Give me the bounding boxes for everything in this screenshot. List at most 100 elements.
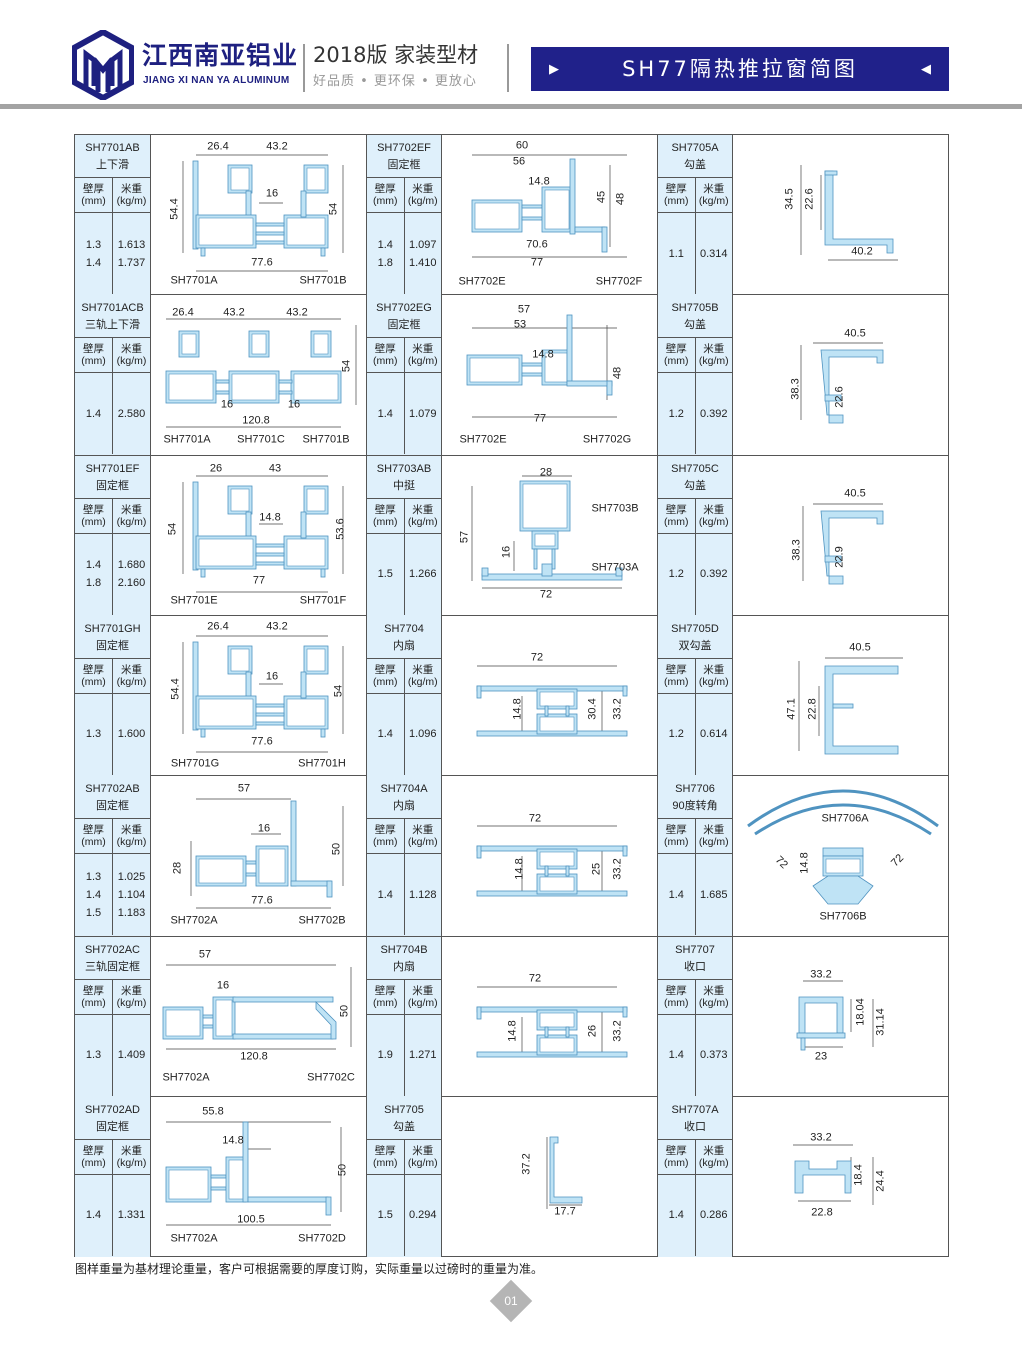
weight-value: 1.266: [408, 568, 437, 581]
profile-type: 上下滑: [96, 159, 129, 171]
weight-values: 0.614: [696, 694, 733, 775]
dimension-label: 77: [533, 412, 547, 425]
weight-value: 1.097: [408, 238, 437, 251]
profile-code: SH7705B: [671, 302, 719, 315]
profile-chamber: [466, 354, 523, 386]
weight-values: 0.294: [405, 1175, 442, 1256]
dimension-label: 16: [257, 822, 271, 835]
dimension-label: 57: [458, 530, 471, 543]
profile-section-drawing: [793, 1144, 874, 1205]
thickness-header: 壁厚(mm): [367, 658, 405, 693]
dimension-label: 30.4: [586, 698, 599, 720]
profile-outline: [812, 875, 874, 905]
dimension-label: 26.4: [172, 306, 194, 319]
profile-chamber: [195, 214, 257, 249]
profile-bar: [622, 845, 628, 857]
profile-bar: [325, 1196, 332, 1216]
profile-bar: [255, 712, 285, 717]
thickness-header: 壁厚(mm): [658, 338, 696, 373]
dimension-label: 53.6: [334, 517, 347, 540]
thickness-value: 1.4: [668, 888, 684, 901]
dimension-label: 54: [166, 522, 179, 535]
dimension-label: 40.5: [849, 641, 871, 654]
weight-value: 1.271: [408, 1049, 437, 1061]
dimension-label: 22.8: [806, 698, 819, 720]
profile-bar: [245, 872, 257, 877]
spec-header: 壁厚(mm)米重(kg/m): [658, 979, 732, 1015]
profile-bar: [832, 703, 854, 709]
thickness-value: 1.1: [668, 247, 684, 260]
weight-header: 米重(kg/m): [698, 503, 729, 528]
weight-header: 米重(kg/m): [407, 663, 438, 688]
dimension-label: 37.2: [520, 1153, 533, 1175]
dimension-label: 34.5: [783, 188, 796, 210]
profile-bar: [300, 190, 307, 218]
weight-header: 米重(kg/m): [407, 503, 438, 528]
weight-value: 0.392: [699, 407, 728, 420]
profile-bar: [210, 1186, 227, 1191]
profile-section-drawing: [476, 665, 628, 737]
dimension-label: 43: [268, 462, 282, 475]
profile-type: 固定框: [387, 319, 421, 332]
profile-section-drawing: [476, 986, 628, 1057]
part-code-label: SH7702A: [162, 1071, 210, 1083]
play-right-icon: ▶: [549, 61, 559, 76]
profile-bar: [320, 728, 326, 738]
dimension-label: 22.9: [833, 545, 846, 568]
row-divider: [75, 775, 948, 777]
weight-header: 米重(kg/m): [698, 984, 729, 1009]
dimension-label: 43.2: [266, 140, 288, 153]
thickness-values: 1.2: [658, 693, 696, 775]
weight-values: 0.392: [696, 373, 733, 454]
profile-code: SH7701ACB: [81, 302, 144, 315]
thickness-value: 1.4: [377, 407, 393, 420]
spec-header: 壁厚(mm)米重(kg/m): [367, 658, 441, 694]
dimension-label: 14.8: [532, 348, 554, 361]
thickness-header: 壁厚(mm): [75, 338, 113, 373]
thickness-header: 壁厚(mm): [658, 819, 696, 854]
profile-code: SH7701EF: [85, 462, 140, 475]
profile-chamber: [195, 695, 257, 730]
dimension-label: 72: [528, 972, 542, 984]
dimension-label: 16: [287, 398, 301, 411]
profile-type: 三轨固定框: [85, 960, 140, 973]
thickness-header: 壁厚(mm): [367, 338, 405, 373]
weight-header: 米重(kg/m): [116, 503, 147, 528]
part-code-label: SH7706A: [821, 812, 869, 825]
profile-bar: [622, 685, 628, 697]
weight-value: 2.160: [117, 577, 146, 590]
profile-bar: [255, 240, 285, 245]
profile-bar: [255, 721, 285, 726]
profile-type: 勾盖: [684, 319, 706, 332]
profile-type: 固定框: [96, 639, 129, 652]
dimension-label: 72: [530, 651, 544, 664]
weight-header: 米重(kg/m): [116, 984, 147, 1009]
profile-code: SH7702AB: [85, 783, 140, 796]
profile-chamber: [541, 186, 573, 233]
profile-bar: [278, 390, 293, 395]
dimension-label: 50: [336, 1163, 349, 1176]
dimension-label: 16: [216, 979, 230, 991]
profile-bar: [200, 247, 206, 257]
profile-section-drawing: [802, 503, 884, 584]
dimension-label: 48: [614, 192, 627, 206]
dimension-label: 72: [528, 812, 542, 825]
profile-type: 勾盖: [393, 1120, 415, 1133]
dimension-label: 26.4: [207, 140, 229, 153]
